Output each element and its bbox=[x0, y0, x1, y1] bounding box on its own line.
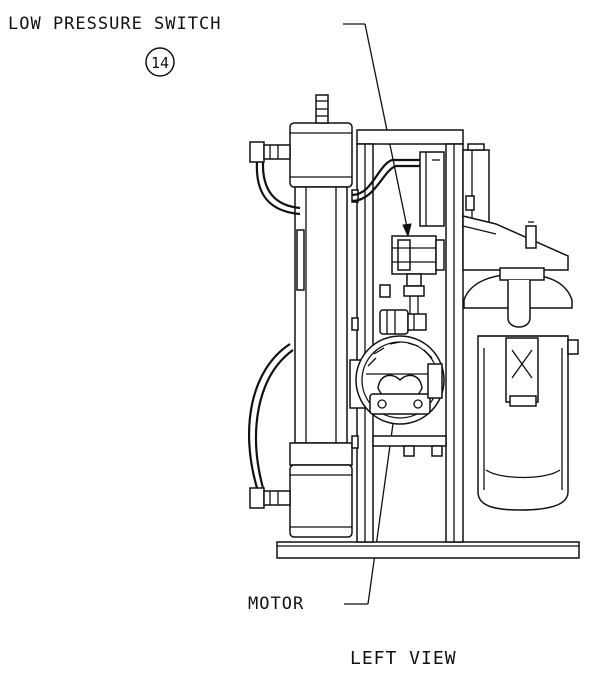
callout-number: 14 bbox=[151, 54, 169, 72]
base-plate bbox=[276, 541, 580, 559]
pump-fittings bbox=[379, 309, 427, 335]
motor-leader-line bbox=[367, 394, 398, 605]
pump-motor bbox=[349, 335, 445, 457]
frame bbox=[356, 129, 464, 543]
membrane-housing bbox=[289, 94, 359, 538]
motor-label: MOTOR bbox=[248, 594, 304, 614]
filter-canister bbox=[463, 267, 579, 511]
upright-bracket bbox=[462, 143, 490, 229]
low-pressure-switch-leader-line bbox=[364, 23, 409, 233]
leader-arrowhead bbox=[402, 223, 412, 238]
tubing bbox=[247, 158, 428, 489]
low-pressure-switch bbox=[379, 151, 445, 318]
mounting-bracket bbox=[462, 215, 569, 271]
view-title: LEFT VIEW bbox=[350, 648, 457, 669]
callout-balloon: 14 bbox=[145, 47, 175, 77]
low-pressure-switch-label: LOW PRESSURE SWITCH bbox=[8, 14, 221, 34]
side-fittings bbox=[249, 141, 291, 509]
